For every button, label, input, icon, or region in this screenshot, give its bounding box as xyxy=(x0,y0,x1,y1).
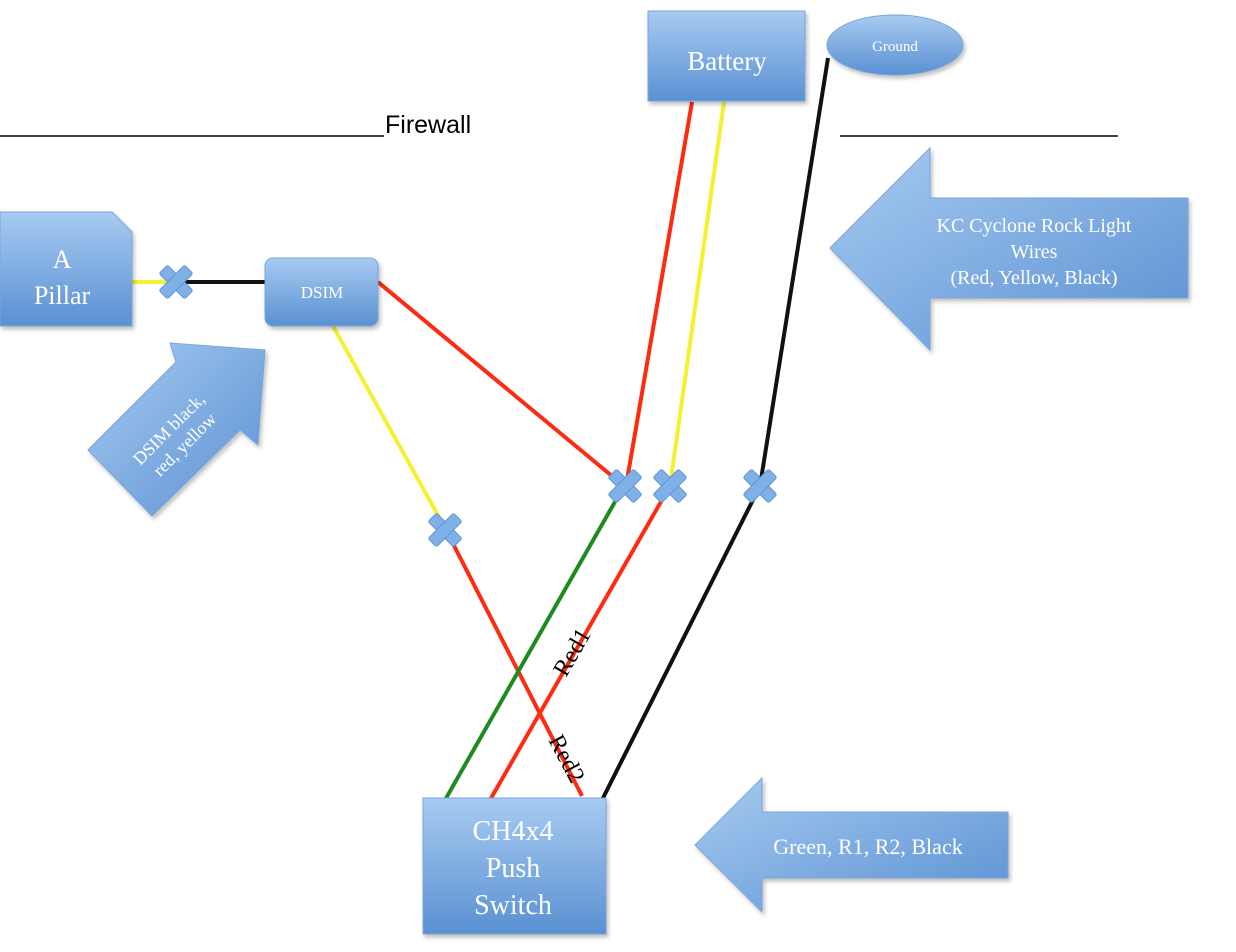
switch-label-1: CH4x4 xyxy=(473,816,554,847)
ground-ellipse xyxy=(826,14,964,76)
push-switch-box xyxy=(422,797,607,935)
junction-x-a-pillar xyxy=(159,265,193,299)
switch-wires-arrow xyxy=(694,776,1009,914)
kc-arrow-text-1: KC Cyclone Rock Light xyxy=(937,215,1132,237)
switch-label-3: Switch xyxy=(474,890,552,921)
battery-box xyxy=(647,10,806,102)
wire-red-dsim xyxy=(376,280,626,488)
junction-x-yellow xyxy=(653,469,687,503)
wire-red2 xyxy=(443,527,584,797)
red2-label: Red2 xyxy=(543,731,590,788)
a-pillar-box xyxy=(0,211,133,327)
switch-wires-arrow-text: Green, R1, R2, Black xyxy=(773,834,962,859)
wire-black-ground xyxy=(758,57,830,487)
ground-label: Ground xyxy=(872,39,918,55)
dsim-label: DSIM xyxy=(301,283,344,302)
firewall-label: Firewall xyxy=(385,111,471,139)
dsim-box xyxy=(264,257,379,327)
junction-x-black xyxy=(743,469,777,503)
wire-red-battery xyxy=(624,101,694,487)
wire-red1 xyxy=(488,485,672,801)
battery-label: Battery xyxy=(687,46,767,76)
kc-arrow-text-2: Wires xyxy=(1011,241,1058,263)
switch-label-2: Push xyxy=(486,853,540,884)
kc-arrow-text-3: (Red, Yellow, Black) xyxy=(950,267,1117,289)
wire-yellow-battery xyxy=(668,101,726,487)
red1-label: Red1 xyxy=(549,624,597,681)
wire-green xyxy=(443,485,626,801)
dsim-wires-arrow xyxy=(87,342,266,517)
kc-wires-arrow xyxy=(829,146,1189,352)
a-pillar-label-1: A xyxy=(53,245,72,274)
junction-x-dsim-yellow xyxy=(428,513,462,547)
a-pillar-label-2: Pillar xyxy=(34,281,91,310)
junction-x-red xyxy=(608,469,642,503)
wire-yellow-dsim xyxy=(331,325,447,529)
wire-black-switch xyxy=(600,485,762,801)
